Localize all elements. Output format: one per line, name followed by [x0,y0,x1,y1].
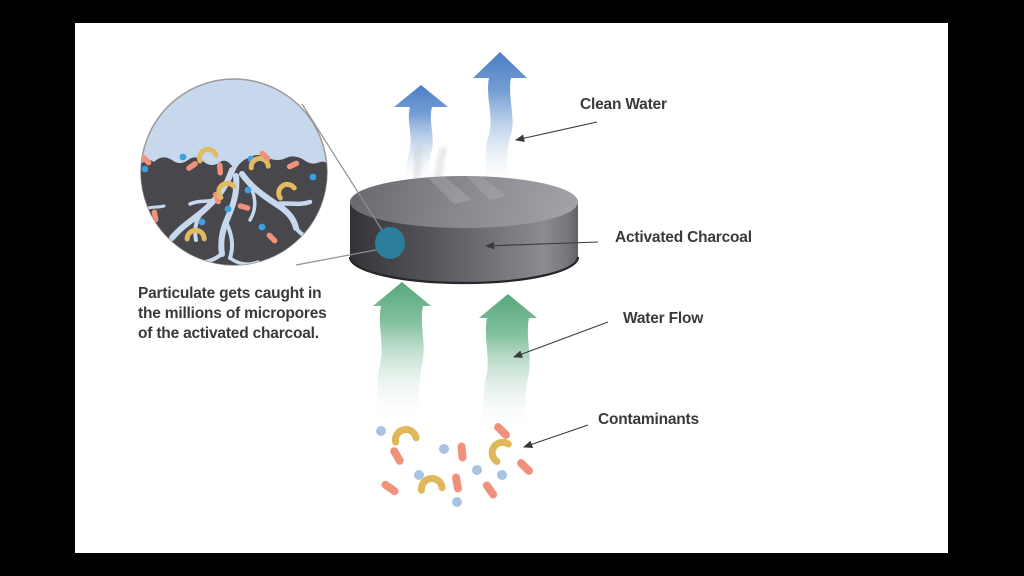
annotation-arrows [484,121,609,448]
inset-particle-banana [248,155,271,171]
inset-particle-banana [216,180,237,200]
magnifier-connector-lines [295,103,388,266]
contaminant-dot [472,465,482,475]
water-flow-arrow-left [373,282,431,414]
disk-bottom-rim [348,256,580,285]
caption-line-3: of the activated charcoal. [138,325,319,342]
contaminant-dot [452,497,462,507]
charcoal-disk [348,176,580,285]
contaminant-rod [390,447,404,465]
inset-particle-rod [216,162,224,176]
label-activated-charcoal: Activated Charcoal [615,229,752,246]
inset-particle-rod [237,203,251,211]
inset-particle-rod [286,160,300,170]
disk-top-highlights [428,176,506,204]
inset-particle-rod [259,150,271,162]
contaminant-dot [414,470,424,480]
clean-water-arrow-right [473,52,527,182]
inset-particle-banana [196,146,219,164]
contaminant-banana [391,426,420,446]
micropore-spot [375,227,405,259]
magnifier-inset [140,78,328,266]
clean-water-arrows [394,52,527,182]
contaminant-particles [376,423,533,507]
contaminant-banana [488,438,512,465]
inset-particle-banana [276,181,297,201]
inset-particle-dot [258,223,266,231]
contaminants-pointer [522,424,589,448]
contaminant-rod [494,423,510,439]
inset-particles [141,146,317,244]
inset-particle-dot [244,186,252,194]
contaminant-rod [457,442,467,462]
inset-particle-dot [198,218,206,226]
inset-particle-banana [184,227,207,242]
inset-particle-rod [141,154,152,166]
inset-particle-dot [179,153,187,161]
contaminant-dot [497,470,507,480]
contaminant-dot [376,426,386,436]
water-flow-pointer [512,321,609,358]
contaminant-rod [452,473,462,493]
label-water-flow: Water Flow [623,310,704,327]
contaminant-rod [381,480,399,496]
caption-particulate: Particulate gets caught in the millions … [138,284,348,344]
label-clean-water: Clean Water [580,96,667,113]
clean-water-arrow-left [394,85,448,180]
activated-charcoal-pointer [484,241,599,250]
contaminant-banana [417,475,446,494]
inset-particle-rod [186,161,198,171]
inset-particle-dot [224,205,232,213]
label-contaminants: Contaminants [598,411,699,428]
water-flow-arrows [373,282,537,426]
contaminant-rod [517,459,533,475]
disk-top-face [350,176,578,228]
contaminant-rod [482,481,498,499]
clean-water-pointer [514,121,598,142]
inset-particle-rod [212,191,222,205]
caption-line-2: the millions of micropores [138,305,327,322]
inset-particle-dot [309,173,317,181]
contaminant-dot [439,444,449,454]
inset-particle-rod [266,232,278,244]
caption-line-1: Particulate gets caught in [138,285,322,302]
water-flow-arrow-right [479,294,537,426]
inset-particle-dot [141,165,149,173]
